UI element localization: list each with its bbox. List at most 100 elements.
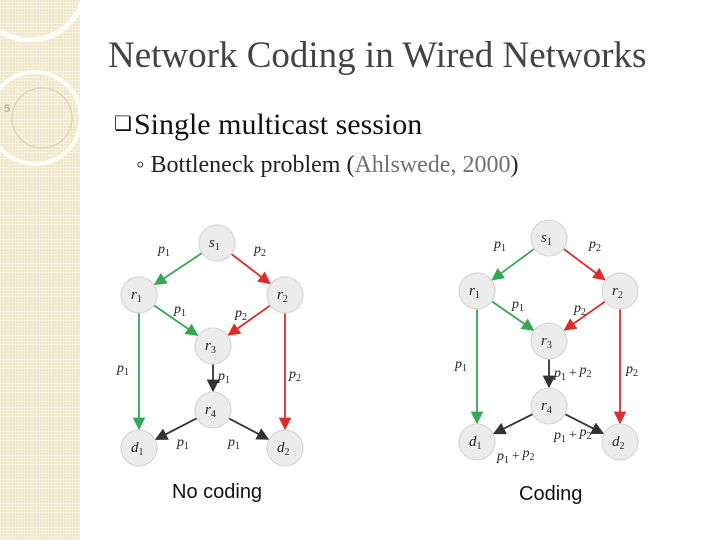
- edge-label-r1_d1: p1: [116, 361, 129, 378]
- node-label-r4-base: r: [541, 398, 547, 414]
- node-label-s1-sub: 1: [547, 237, 552, 248]
- slide-number: 5: [4, 103, 11, 115]
- edge-label-r4_d1-base2: p: [521, 446, 529, 461]
- node-label-d2-sub: 2: [285, 447, 290, 458]
- edge-label-s1_r2-sub: 2: [261, 248, 266, 259]
- edge-s1_r1: [491, 247, 536, 281]
- edge-label-r3_r4-base2: p: [578, 363, 586, 378]
- edge-label-r2_r3: p2: [573, 301, 586, 318]
- edge-label-r4_d2-base: p: [227, 435, 235, 450]
- node-label-r4-base: r: [205, 402, 211, 418]
- node-label-r1-sub: 1: [475, 290, 480, 301]
- node-r4: r4: [194, 391, 232, 429]
- edge-label-r1_r3-base: p: [173, 302, 181, 317]
- edge-label-r2_d2-base: p: [288, 367, 296, 382]
- edge-label-r4_d2-plus: +: [568, 428, 577, 443]
- edge-label-r1_d1-sub: 1: [462, 363, 467, 374]
- node-label-d1: d1: [469, 434, 482, 452]
- edge-label-s1_r1-sub: 1: [501, 243, 506, 254]
- node-label-d2-base: d: [612, 434, 620, 450]
- node-label-r2-base: r: [277, 287, 283, 303]
- edge-label-r4_d1-base: p: [496, 449, 504, 464]
- edge-r4_d1: [154, 417, 198, 441]
- edge-label-r1_r3: p1: [173, 302, 186, 319]
- edge-label-r1_d1-base: p: [116, 361, 124, 376]
- edge-r1_r3: [491, 300, 535, 331]
- edge-label-r1_r3: p1: [511, 297, 524, 314]
- node-label-r2-sub: 2: [283, 294, 288, 305]
- edge-label-r2_d2-base: p: [625, 362, 633, 377]
- edge-r2_r3: [227, 304, 271, 336]
- caption-no-coding: No coding: [172, 481, 263, 503]
- edge-r4_d2: [228, 417, 270, 440]
- edge-r4_d2: [564, 413, 605, 435]
- node-label-r4: r4: [541, 398, 552, 416]
- node-label-s1-base: s: [541, 230, 547, 246]
- node-label-r1-base: r: [469, 283, 475, 299]
- node-label-r2: r2: [277, 287, 288, 305]
- edge-label-s1_r1-sub: 1: [165, 248, 170, 259]
- bullet-level2-main: Bottleneck problem (: [150, 152, 355, 178]
- edge-label-r4_d1: p1: [176, 435, 189, 452]
- node-r3: r3: [194, 327, 232, 365]
- bullet-level1: ❏Single multicast session: [114, 108, 422, 142]
- node-label-d1-base: d: [469, 434, 477, 450]
- node-label-r3-sub: 3: [547, 340, 552, 351]
- edge-label-r3_r4-base: p: [553, 366, 561, 381]
- node-d1: d1: [458, 423, 496, 461]
- node-r4: r4: [530, 387, 568, 425]
- edge-label-r2_d2: p2: [288, 367, 301, 384]
- node-s1: s1: [530, 219, 568, 257]
- edge-label-s1_r2: p2: [253, 242, 266, 259]
- node-label-r2: r2: [612, 283, 623, 301]
- left-decorative-strip: [0, 0, 80, 540]
- node-label-s1-base: s: [209, 235, 215, 251]
- node-label-r3: r3: [541, 333, 552, 351]
- edge-label-r1_r3-sub: 1: [181, 308, 186, 319]
- edge-label-r4_d2-base: p: [553, 428, 561, 443]
- edge-label-r2_r3: p2: [234, 306, 247, 323]
- edge-label-s1_r1-base: p: [157, 242, 165, 257]
- edge-r2_r3: [563, 300, 606, 331]
- node-r3: r3: [530, 322, 568, 360]
- edge-label-r4_d2-sub: 1: [561, 434, 566, 445]
- edge-label-r4_d2-base2: p: [578, 425, 586, 440]
- node-r2: r2: [601, 272, 639, 310]
- edge-label-r4_d1-plus: +: [511, 449, 520, 464]
- node-label-d1: d1: [131, 440, 144, 458]
- edge-label-r4_d2-sub2: 2: [586, 431, 591, 442]
- node-label-r2-sub: 2: [618, 290, 623, 301]
- edge-label-r4_d1: p1+p2: [496, 446, 534, 466]
- node-label-r1-base: r: [131, 287, 137, 303]
- edge-label-s1_r2-base: p: [588, 237, 596, 252]
- bullet-level2-marker: ◦: [136, 152, 145, 178]
- edge-s1_r1: [153, 252, 203, 286]
- bullet-box-icon: ❏: [114, 111, 132, 135]
- node-label-r4: r4: [205, 402, 216, 420]
- node-label-r1: r1: [131, 287, 142, 305]
- edge-label-r2_r3-sub: 2: [242, 312, 247, 323]
- slide-title: Network Coding in Wired Networks: [108, 35, 647, 76]
- edge-label-r3_r4-sub: 1: [561, 372, 566, 383]
- node-label-r3-base: r: [541, 333, 547, 349]
- edge-label-r2_r3-base: p: [234, 306, 242, 321]
- edge-label-r3_r4: p1: [217, 369, 230, 386]
- node-label-r1-sub: 1: [137, 294, 142, 305]
- node-label-r4-sub: 4: [547, 405, 552, 416]
- edge-label-r1_d1-sub: 1: [124, 367, 129, 378]
- edge-label-r1_d1: p1: [454, 357, 467, 374]
- node-r1: r1: [458, 272, 496, 310]
- edge-label-s1_r2-sub: 2: [596, 243, 601, 254]
- node-d2: d2: [266, 429, 304, 467]
- node-label-s1-sub: 1: [215, 242, 220, 253]
- edge-label-r3_r4-sub2: 2: [586, 369, 591, 380]
- node-label-d2-base: d: [277, 440, 285, 456]
- edge-r1_r3: [153, 304, 199, 336]
- node-r1: r1: [120, 276, 158, 314]
- edge-label-s1_r1: p1: [493, 237, 506, 254]
- bullet-level1-text: Single multicast session: [133, 108, 423, 141]
- node-label-r3-base: r: [205, 338, 211, 354]
- node-label-r4-sub: 4: [211, 409, 216, 420]
